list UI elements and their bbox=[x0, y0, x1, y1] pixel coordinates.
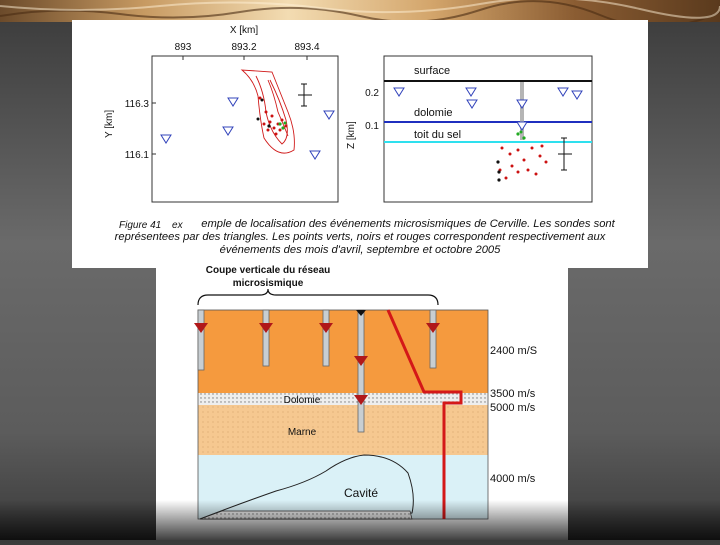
event-density-contour bbox=[255, 75, 288, 145]
salt-top-label: toit du sel bbox=[414, 129, 461, 141]
y-axis-title: Y [km] bbox=[104, 110, 115, 138]
velocity-dolomite-label: 3500 m/s bbox=[490, 388, 536, 400]
section-sensor-triangles bbox=[393, 87, 583, 131]
z-axis-title: Z [km] bbox=[346, 121, 357, 149]
diagram-title-line-2: microsismique bbox=[233, 278, 304, 289]
map-red-events bbox=[258, 96, 288, 136]
velocity-lower-label: 4000 m/s bbox=[490, 473, 536, 485]
caption-overlap-fragment: ex bbox=[172, 220, 183, 231]
x-tick-label: 893 bbox=[175, 42, 192, 53]
network-brace bbox=[197, 288, 439, 306]
velocity-marl-label: 5000 m/s bbox=[490, 402, 536, 414]
cavity-label: Cavité bbox=[344, 486, 378, 500]
velocity-upper-label: 2400 m/S bbox=[490, 345, 537, 357]
caption-line-1: emple de localisation des événements mic… bbox=[201, 218, 615, 230]
localisation-map-plot: X [km] 893 893.2 893.4 Y [km] 116.3 116.… bbox=[104, 25, 593, 203]
section-error-bar bbox=[558, 137, 572, 171]
x-axis-title: X [km] bbox=[230, 25, 259, 36]
section-green-events bbox=[516, 130, 526, 140]
event-density-contour bbox=[267, 79, 289, 137]
dolomite-label: Dolomie bbox=[284, 395, 321, 406]
top-decorative-banner bbox=[0, 0, 720, 22]
z-tick-label: 0.1 bbox=[365, 121, 379, 132]
surface-label: surface bbox=[414, 65, 450, 77]
bottom-shadow bbox=[0, 500, 720, 540]
y-tick-label: 116.1 bbox=[125, 150, 150, 161]
map-sensor-triangles bbox=[160, 97, 335, 160]
error-bar-cross bbox=[298, 83, 312, 107]
sensor-markers bbox=[194, 323, 440, 405]
y-tick-label: 116.3 bbox=[125, 99, 150, 110]
marl-label: Marne bbox=[288, 427, 317, 438]
dolomite-layer bbox=[198, 393, 488, 405]
map-plot-frame bbox=[151, 55, 339, 203]
vertical-section-svg: Coupe verticale du réseau microsismique … bbox=[194, 265, 537, 520]
wood-texture-decoration bbox=[0, 0, 720, 22]
figure-41-panel: X [km] 893 893.2 893.4 Y [km] 116.3 116.… bbox=[72, 20, 648, 268]
x-tick-label: 893.4 bbox=[294, 42, 319, 53]
figure-caption: emple de localisation des événements mic… bbox=[72, 218, 648, 257]
dolomite-label: dolomie bbox=[414, 107, 453, 119]
borehole-column bbox=[520, 82, 524, 140]
surface-sensor-marker bbox=[356, 310, 366, 316]
velocity-profile-line bbox=[386, 309, 463, 519]
marl-layer bbox=[198, 405, 488, 455]
x-tick-label: 893.2 bbox=[231, 42, 256, 53]
map-black-events bbox=[256, 98, 271, 128]
vertical-section-diagram: Coupe verticale du réseau microsismique … bbox=[156, 265, 568, 540]
caption-line-2: représentees par des triangles. Les poin… bbox=[114, 231, 606, 243]
upper-layer bbox=[198, 310, 488, 393]
caption-line-3: événements des mois d'avril, septembre e… bbox=[219, 244, 501, 256]
section-red-events bbox=[498, 144, 548, 180]
section-black-events bbox=[496, 160, 501, 182]
z-tick-label: 0.2 bbox=[365, 88, 379, 99]
depth-section-plot: Z [km] 0.2 0.1 surface dolomie toit du s… bbox=[346, 55, 593, 203]
figure-number: Figure 41 ex bbox=[119, 220, 186, 231]
section-plot-frame bbox=[383, 55, 593, 203]
map-green-events bbox=[278, 121, 287, 130]
event-density-contour bbox=[240, 69, 295, 154]
diagram-title-line-1: Coupe verticale du réseau bbox=[206, 265, 331, 276]
